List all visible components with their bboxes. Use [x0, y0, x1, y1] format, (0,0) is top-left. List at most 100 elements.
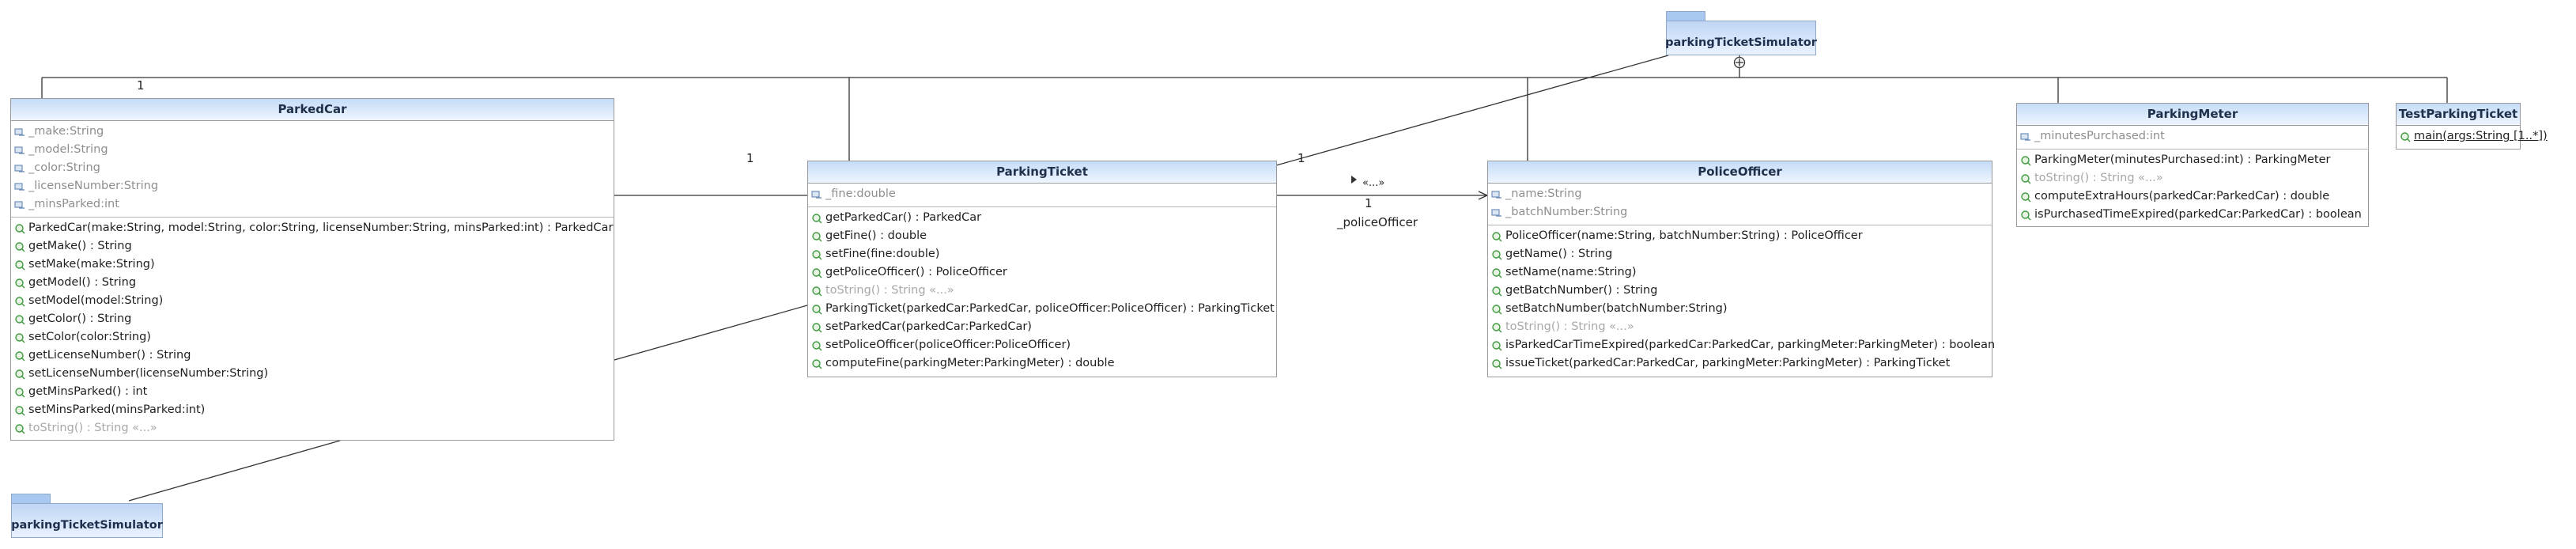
method-row[interactable]: isParkedCarTimeExpired(parkedCar:ParkedC… [1491, 336, 1995, 354]
method-row[interactable]: main(args:String [1..*]) [2400, 127, 2548, 146]
method-row[interactable]: getName() : String [1491, 245, 1989, 263]
method-row[interactable]: getMake() : String [14, 237, 610, 256]
method-icon [1492, 340, 1502, 350]
attribute-row[interactable]: _licenseNumber:String [14, 177, 610, 195]
method-row[interactable]: isPurchasedTimeExpired(parkedCar:ParkedC… [2020, 206, 2365, 224]
field-icon [14, 146, 25, 154]
attribute-row[interactable]: _model:String [14, 141, 610, 159]
method-row[interactable]: setMake(make:String) [14, 256, 610, 274]
field-icon [811, 190, 822, 199]
method-text: setColor(color:String) [28, 331, 151, 343]
method-text: issueTicket(parkedCar:ParkedCar, parking… [1505, 357, 1951, 369]
method-icon [2021, 155, 2031, 165]
attribute-row[interactable]: _name:String [1491, 185, 1989, 203]
method-text: getMinsParked() : int [28, 385, 148, 398]
attributes-compartment: _name:String _batchNumber:String [1488, 184, 1992, 225]
class-name: ParkingMeter [2017, 104, 2368, 126]
method-row[interactable]: getLicenseNumber() : String [14, 346, 610, 365]
package-tab [1666, 11, 1705, 21]
method-row[interactable]: getParkedCar() : ParkedCar [811, 209, 1273, 227]
attribute-row[interactable]: _minutesPurchased:int [2020, 127, 2365, 146]
method-icon [2021, 173, 2031, 184]
method-icon [1492, 249, 1502, 259]
method-text: toString() : String «...» [1505, 320, 1634, 333]
method-row[interactable]: setBatchNumber(batchNumber:String) [1491, 300, 1989, 318]
field-icon [1491, 190, 1501, 199]
class-ParkedCar[interactable]: ParkedCar _make:String_model:String_color… [10, 98, 614, 441]
method-text: getModel() : String [28, 276, 137, 289]
package-name: parkingTicketSimulator [1665, 21, 1817, 55]
method-row[interactable]: getPoliceOfficer() : PoliceOfficer [811, 263, 1273, 282]
attribute-row[interactable]: _batchNumber:String [1491, 203, 1989, 221]
method-icon [1492, 267, 1502, 278]
method-icon [15, 369, 25, 379]
method-row[interactable]: issueTicket(parkedCar:ParkedCar, parking… [1491, 354, 1989, 373]
method-row[interactable]: setLicenseNumber(licenseNumber:String) [14, 365, 610, 383]
method-row[interactable]: getMinsParked() : int [14, 383, 610, 401]
package-name: parkingTicketSimulator [11, 503, 163, 538]
method-row[interactable]: setName(name:String) [1491, 263, 1989, 282]
method-icon [1492, 231, 1502, 241]
attribute-row[interactable]: _make:String [14, 123, 610, 141]
method-icon [15, 332, 25, 343]
method-icon [15, 423, 25, 434]
method-icon [812, 286, 822, 296]
method-text: setPoliceOfficer(policeOfficer:PoliceOff… [825, 339, 1071, 351]
method-row[interactable]: toString() : String «...» [14, 419, 610, 437]
method-icon [812, 358, 822, 369]
attribute-row[interactable]: _minsParked:int [14, 195, 610, 214]
method-row[interactable]: setMinsParked(minsParked:int) [14, 401, 610, 419]
assoc-parkedcar-package [128, 440, 341, 502]
method-row[interactable]: ParkingTicket(parkedCar:ParkedCar, polic… [811, 300, 1275, 318]
method-row[interactable]: getColor() : String [14, 310, 610, 328]
method-row[interactable]: getModel() : String [14, 274, 610, 292]
method-text: isPurchasedTimeExpired(parkedCar:ParkedC… [2034, 208, 2362, 221]
class-name: PoliceOfficer [1488, 161, 1992, 184]
method-row[interactable]: toString() : String «...» [1491, 318, 1989, 336]
class-PoliceOfficer[interactable]: PoliceOfficer_name:String _batchNumber:St… [1487, 161, 1995, 377]
package-parkingTicketSimulator-top[interactable]: parkingTicketSimulator [1665, 11, 1817, 55]
method-text: getColor() : String [28, 312, 132, 325]
multiplicity-ticket-left: 1 [746, 151, 754, 165]
method-row[interactable]: toString() : String «...» [2020, 169, 2365, 187]
method-row[interactable]: getBatchNumber() : String [1491, 282, 1989, 300]
method-row[interactable]: ParkingMeter(minutesPurchased:int) : Par… [2020, 151, 2365, 169]
method-row[interactable]: setParkedCar(parkedCar:ParkedCar) [811, 318, 1273, 336]
method-row[interactable]: setFine(fine:double) [811, 245, 1273, 263]
attribute-row[interactable]: _fine:double [811, 185, 1273, 203]
attribute-text: _minutesPurchased:int [2034, 130, 2165, 142]
attribute-row[interactable]: _color:String [14, 159, 610, 177]
method-text: getParkedCar() : ParkedCar [825, 211, 982, 224]
method-text: getBatchNumber() : String [1505, 284, 1658, 297]
method-row[interactable]: computeFine(parkingMeter:ParkingMeter) :… [811, 354, 1273, 373]
attributes-compartment: _fine:double [808, 184, 1276, 206]
method-text: isParkedCarTimeExpired(parkedCar:ParkedC… [1505, 339, 1996, 351]
method-row[interactable]: toString() : String «...» [811, 282, 1273, 300]
method-icon [812, 267, 822, 278]
class-name: ParkedCar [11, 99, 614, 121]
attribute-text: _licenseNumber:String [28, 180, 159, 192]
method-icon [2021, 210, 2031, 220]
method-text: computeExtraHours(parkedCar:ParkedCar) :… [2034, 190, 2330, 203]
method-row[interactable]: getFine() : double [811, 227, 1273, 245]
method-row[interactable]: ParkedCar(make:String, model:String, col… [14, 219, 614, 237]
method-icon [1492, 286, 1502, 296]
method-icon [812, 213, 822, 223]
method-row[interactable]: setModel(model:String) [14, 292, 610, 310]
methods-compartment: ParkingMeter(minutesPurchased:int) : Par… [2017, 149, 2368, 227]
attribute-text: _batchNumber:String [1505, 206, 1628, 218]
method-text: toString() : String «...» [28, 422, 157, 434]
method-row[interactable]: computeExtraHours(parkedCar:ParkedCar) :… [2020, 187, 2365, 206]
method-row[interactable]: PoliceOfficer(name:String, batchNumber:S… [1491, 227, 1989, 245]
field-icon [1491, 208, 1501, 217]
field-icon [2020, 132, 2030, 141]
method-row[interactable]: setPoliceOfficer(policeOfficer:PoliceOff… [811, 336, 1273, 354]
method-icon [812, 322, 822, 332]
method-row[interactable]: setColor(color:String) [14, 328, 610, 346]
method-text: getName() : String [1505, 248, 1613, 260]
method-text: ParkedCar(make:String, model:String, col… [28, 221, 614, 234]
package-parkingTicketSimulator-bottom[interactable]: parkingTicketSimulator [11, 494, 163, 538]
